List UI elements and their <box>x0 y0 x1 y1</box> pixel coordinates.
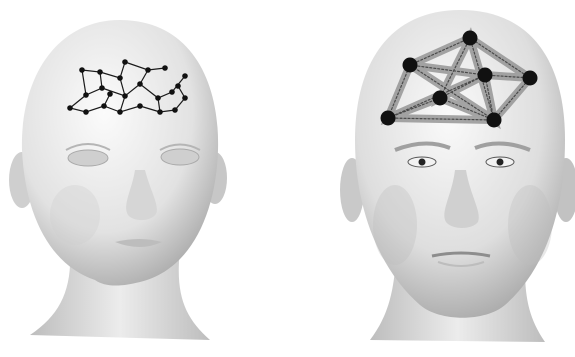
child-head <box>9 20 227 340</box>
child-right-eye <box>161 149 199 165</box>
child-left-eye <box>68 150 108 166</box>
adult-head <box>340 10 575 342</box>
